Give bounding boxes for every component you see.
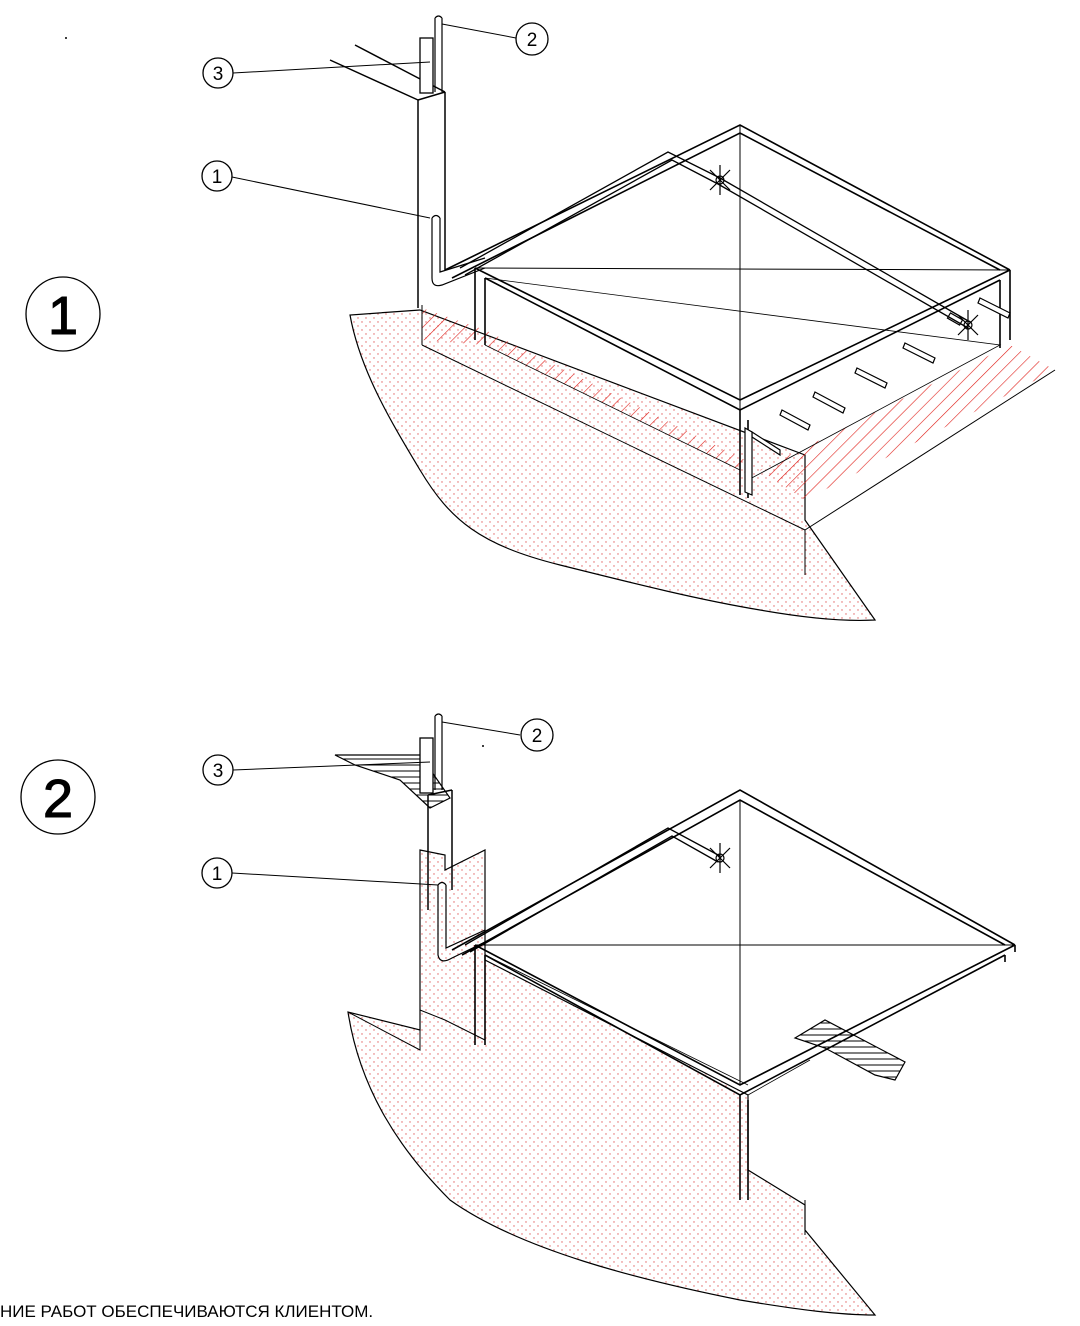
- valve-icon-view2: [709, 843, 731, 873]
- svg-text:1: 1: [212, 167, 223, 188]
- svg-text:2: 2: [532, 726, 543, 747]
- callout-3-view1: 3: [202, 57, 234, 89]
- callout-1-view1: 1: [201, 160, 233, 192]
- plate-3-view2: [419, 737, 434, 794]
- valve-icon-view1-b: [946, 310, 979, 340]
- svg-text:3: 3: [213, 64, 224, 85]
- stray-dot: [65, 37, 67, 39]
- callout-1-view2: 1: [201, 857, 233, 889]
- soil-area-1: [349, 309, 877, 622]
- wall-column-1: [329, 44, 446, 308]
- ground-hatch-right-2: [793, 1019, 906, 1081]
- view-number-2: 2: [20, 759, 96, 835]
- wall-column-2: [427, 789, 453, 910]
- svg-text:2: 2: [527, 30, 538, 51]
- view-2: 3 1 2 2: [20, 713, 1016, 1316]
- callout-2-view1: 2: [515, 22, 549, 56]
- callout-3-view2: 3: [202, 754, 234, 786]
- soil-area-2: [347, 849, 877, 1316]
- svg-text:2: 2: [43, 769, 73, 829]
- view-number-1: 1: [25, 276, 101, 352]
- stray-dot: [482, 745, 484, 747]
- leaders-view2: [231, 721, 521, 886]
- svg-text:3: 3: [213, 761, 224, 782]
- excavation-edge-2: [347, 1009, 806, 1235]
- svg-text:1: 1: [48, 286, 78, 346]
- svg-text:1: 1: [212, 864, 223, 885]
- pipe-2-view1: [434, 15, 443, 92]
- inner-pipe-view2: [464, 827, 721, 953]
- step-rungs-view1: [744, 297, 1011, 496]
- pipe-2-view2: [434, 713, 443, 790]
- inner-pipe-view1: [459, 151, 971, 329]
- foundation-band-1: [421, 305, 1056, 575]
- plate-3-view1: [419, 37, 434, 94]
- pipe-1-view2: [437, 881, 486, 962]
- view-1: 3 1 2 1: [25, 15, 1056, 622]
- callout-2-view2: 2: [520, 718, 554, 752]
- footer-note: НИЕ РАБОТ ОБЕСПЕЧИВАЮТСЯ КЛИЕНТОМ.: [0, 1302, 374, 1321]
- valve-icon-view1-a: [709, 165, 731, 195]
- leaders-view1: [231, 23, 517, 219]
- foundation-hatch-1: [422, 308, 1055, 500]
